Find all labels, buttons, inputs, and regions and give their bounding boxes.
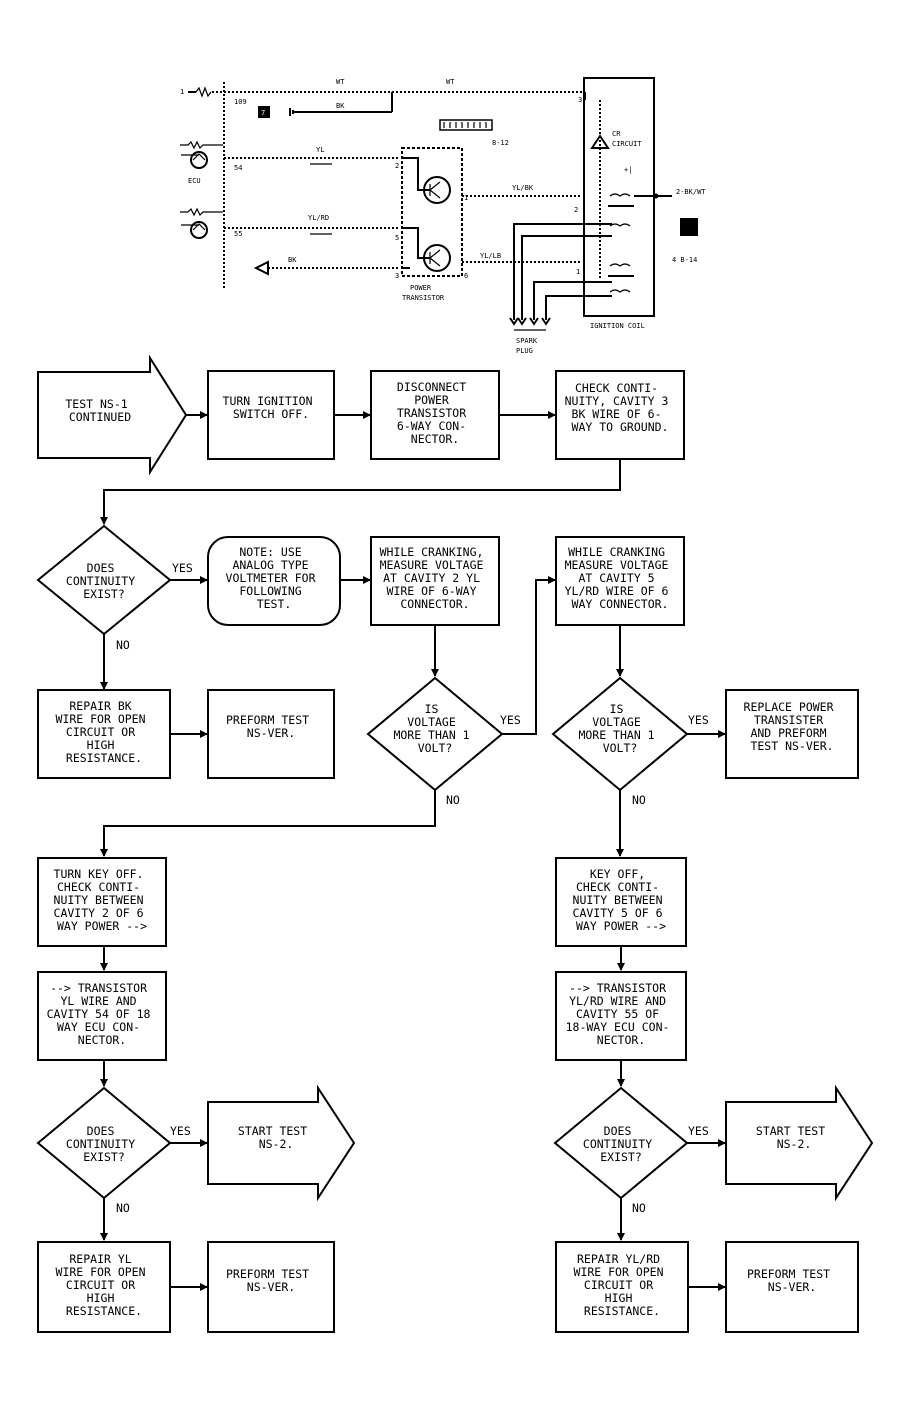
pin-54-label: 54 bbox=[234, 164, 242, 172]
wire-ylbk-label: YL/BK bbox=[512, 184, 534, 192]
trans-pin-5: 5 bbox=[395, 234, 399, 242]
power-transistor-box bbox=[401, 147, 463, 277]
yes-label-5: YES bbox=[688, 1124, 709, 1138]
check-cavity3-text: CHECK CONTI- NUITY, CAVITY 3 BK WIRE OF … bbox=[565, 381, 676, 434]
coil-pin-1: 1 bbox=[576, 268, 580, 276]
spark-label-1: SPARK bbox=[516, 337, 538, 345]
start-test-ns1-text: TEST NS-1 CONTINUED bbox=[65, 397, 134, 424]
does-continuity-exist-text-3: DOES CONTINUITY EXIST? bbox=[583, 1124, 659, 1164]
disconnect-transistor-text: DISCONNECT POWER TRANSISTOR 6-WAY CON- N… bbox=[397, 380, 473, 446]
turn-key-off-text: TURN KEY OFF. CHECK CONTI- NUITY BETWEEN… bbox=[54, 867, 151, 933]
repair-bk-wire-box bbox=[37, 689, 171, 779]
is-voltage-text-1: IS VOLTAGE MORE THAN 1 VOLT? bbox=[393, 702, 476, 755]
yes-label-2: YES bbox=[500, 713, 521, 727]
turn-ignition-off-text: TURN IGNITION SWITCH OFF. bbox=[223, 394, 320, 421]
perform-test-text-1: PREFORM TEST NS-VER. bbox=[226, 713, 316, 740]
trans-pin-1: 1 bbox=[464, 194, 468, 202]
key-off-text: KEY OFF, CHECK CONTI- NUITY BETWEEN CAVI… bbox=[573, 867, 670, 933]
replace-transistor-text: REPLACE POWER TRANSISTER AND PREFORM TES… bbox=[744, 700, 841, 753]
transistor-yl-text: --> TRANSISTOR YL WIRE AND CAVITY 54 OF … bbox=[47, 981, 158, 1047]
start-test-ns1-arrow bbox=[37, 354, 188, 476]
repair-ylrd-wire-text: REPAIR YL/RD WIRE FOR OPEN CIRCUIT OR HI… bbox=[574, 1252, 671, 1318]
perform-test-text-2: PREFORM TEST NS-VER. bbox=[226, 1267, 316, 1294]
coil-marker: +| bbox=[624, 166, 632, 174]
wire-ref-label: 4 B-14 bbox=[672, 256, 697, 264]
wire-top-label-b: WT bbox=[446, 78, 455, 86]
repair-ylrd-wire-box bbox=[555, 1241, 689, 1333]
wire-bk-ground-label: BK bbox=[336, 102, 345, 110]
ref-block bbox=[680, 218, 698, 236]
no-label-1: NO bbox=[116, 638, 130, 652]
repair-yl-wire-text: REPAIR YL WIRE FOR OPEN CIRCUIT OR HIGH … bbox=[56, 1252, 153, 1318]
disconnect-transistor-box bbox=[370, 370, 500, 460]
no-label-2: NO bbox=[446, 793, 460, 807]
wire-ylbl-label: YL/LB bbox=[480, 252, 501, 260]
ecu-label: ECU bbox=[188, 177, 201, 185]
start-test-ns2-arrow-2 bbox=[725, 1084, 874, 1202]
perform-test-box-3 bbox=[725, 1241, 859, 1333]
crank-cavity2-text: WHILE CRANKING, MEASURE VOLTAGE AT CAVIT… bbox=[380, 545, 491, 611]
is-voltage-text-2: IS VOLTAGE MORE THAN 1 VOLT? bbox=[578, 702, 661, 755]
no-label-5: NO bbox=[632, 1201, 646, 1215]
crank-cavity2-box bbox=[370, 536, 500, 626]
coil-label: IGNITION COIL bbox=[590, 322, 645, 330]
connector-symbol bbox=[439, 119, 493, 131]
spark-label-2: PLUG bbox=[516, 347, 533, 355]
marker-7-box bbox=[258, 106, 270, 118]
crank-cavity5-text: WHILE CRANKING MEASURE VOLTAGE AT CAVITY… bbox=[565, 545, 676, 611]
repair-bk-wire-text: REPAIR BK WIRE FOR OPEN CIRCUIT OR HIGH … bbox=[56, 699, 153, 765]
transistor-label-1: POWER bbox=[410, 284, 432, 292]
key-off-box bbox=[555, 857, 687, 947]
coil-pin-3: 3 bbox=[578, 96, 582, 104]
perform-test-box-2 bbox=[207, 1241, 335, 1333]
perform-test-text-3: PREFORM TEST NS-VER. bbox=[747, 1267, 837, 1294]
transistor-ylrd-box bbox=[555, 971, 687, 1061]
circuit-label-1: CR bbox=[612, 130, 621, 138]
trans-pin-3: 3 bbox=[395, 272, 399, 280]
wire-top-label-a: WT bbox=[336, 78, 345, 86]
connector-ref-label: 8-12 bbox=[492, 139, 509, 147]
repair-yl-wire-box bbox=[37, 1241, 171, 1333]
yes-label-4: YES bbox=[170, 1124, 191, 1138]
start-test-ns2-arrow-1 bbox=[207, 1084, 356, 1202]
no-label-3: NO bbox=[632, 793, 646, 807]
coil-pin-2: 2 bbox=[574, 206, 578, 214]
yes-label-1: YES bbox=[172, 561, 193, 575]
wiring-schematic: 1 109 WT WT 7 BK 8-12 ECU 54 YL 55 YL/RD bbox=[180, 77, 706, 355]
start-test-ns2-text-2: START TEST NS-2. bbox=[756, 1124, 832, 1151]
output-label: 2-BK/WT bbox=[676, 188, 706, 196]
transistor-ylrd-text: --> TRANSISTOR YL/RD WIRE AND CAVITY 55 … bbox=[566, 981, 677, 1047]
note-analog-voltmeter-text: NOTE: USE ANALOG TYPE VOLTMETER FOR FOLL… bbox=[226, 545, 323, 611]
crank-cavity5-box bbox=[555, 536, 685, 626]
wire-ylrd-label: YL/RD bbox=[308, 214, 329, 222]
trans-pin-2: 2 bbox=[395, 162, 399, 170]
pin-1-label: 1 bbox=[180, 88, 184, 96]
replace-transistor-box bbox=[725, 689, 859, 779]
wire-bk-bottom-label: BK bbox=[288, 256, 297, 264]
perform-test-box-1 bbox=[207, 689, 335, 779]
transistor-yl-box bbox=[37, 971, 167, 1061]
circuit-label-2: CIRCUIT bbox=[612, 140, 642, 148]
pin-109-label: 109 bbox=[234, 98, 247, 106]
check-cavity3-box bbox=[555, 370, 685, 460]
does-continuity-exist-text-2: DOES CONTINUITY EXIST? bbox=[66, 1124, 142, 1164]
yes-label-3: YES bbox=[688, 713, 709, 727]
no-label-4: NO bbox=[116, 1201, 130, 1215]
trans-pin-6: 6 bbox=[464, 272, 468, 280]
pin-55-label: 55 bbox=[234, 230, 242, 238]
marker-7-label: 7 bbox=[261, 109, 265, 117]
start-test-ns2-text-1: START TEST NS-2. bbox=[238, 1124, 314, 1151]
turn-key-off-box bbox=[37, 857, 167, 947]
transistor-label-2: TRANSISTOR bbox=[402, 294, 445, 302]
wire-yl-label: YL bbox=[316, 146, 324, 154]
does-continuity-exist-text-1: DOES CONTINUITY EXIST? bbox=[66, 561, 142, 601]
